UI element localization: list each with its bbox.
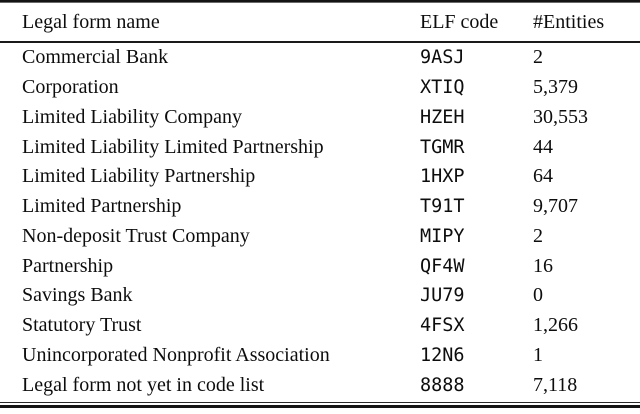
legal-form-name-cell: Non-deposit Trust Company (22, 224, 250, 247)
header-legal-form-name: Legal form name (22, 10, 160, 33)
table-row: Commercial Bank 9ASJ 2 (0, 43, 640, 73)
elf-code-cell: 1HXP (420, 166, 465, 188)
table-top-rule (0, 0, 640, 3)
legal-form-name-cell: Limited Liability Partnership (22, 165, 256, 188)
elf-code-cell: 9ASJ (420, 47, 465, 69)
legal-form-name-cell: Unincorporated Nonprofit Association (22, 343, 330, 366)
elf-code-cell: TGMR (420, 136, 465, 158)
entities-count-cell: 1 (533, 343, 543, 366)
legal-form-name-cell: Limited Partnership (22, 195, 182, 218)
table-row: Limited Liability Company HZEH 30,553 (0, 103, 640, 133)
entities-count-cell: 64 (533, 165, 553, 188)
entities-count-cell: 2 (533, 46, 543, 69)
elf-code-cell: 12N6 (420, 344, 465, 366)
table-header-rule (0, 41, 640, 43)
table-header-row: Legal form name ELF code #Entities (0, 3, 640, 41)
entities-count-cell: 9,707 (533, 195, 578, 218)
legal-form-name-cell: Partnership (22, 254, 114, 277)
entities-count-cell: 2 (533, 224, 543, 247)
table-row: Corporation XTIQ 5,379 (0, 73, 640, 103)
table-row: Limited Partnership T91T 9,707 (0, 192, 640, 222)
table-row: Unincorporated Nonprofit Association 12N6… (0, 341, 640, 371)
legal-form-name-cell: Legal form not yet in code list (22, 373, 265, 396)
elf-code-cell: JU79 (420, 285, 465, 307)
entities-count-cell: 5,379 (533, 76, 578, 99)
entities-count-cell: 44 (533, 135, 553, 158)
elf-code-cell: 8888 (420, 374, 465, 396)
elf-code-cell: T91T (420, 196, 465, 218)
table-bottom-rule-thick (0, 405, 640, 408)
elf-code-cell: HZEH (420, 106, 465, 128)
header-entities-count: #Entities (533, 10, 605, 33)
elf-code-cell: QF4W (420, 255, 465, 277)
legal-form-name-cell: Corporation (22, 76, 119, 99)
entities-count-cell: 30,553 (533, 105, 588, 128)
table-row: Limited Liability Partnership 1HXP 64 (0, 162, 640, 192)
elf-code-cell: MIPY (420, 225, 465, 247)
table-row: Savings Bank JU79 0 (0, 281, 640, 311)
table-bottom-rule-thin (0, 402, 640, 403)
entities-count-cell: 1,266 (533, 314, 578, 337)
legal-form-name-cell: Statutory Trust (22, 314, 142, 337)
table-row: Legal form not yet in code list 8888 7,118 (0, 370, 640, 400)
legal-form-name-cell: Limited Liability Limited Partnership (22, 135, 324, 158)
entities-count-cell: 0 (533, 284, 543, 307)
table-row: Partnership QF4W 16 (0, 251, 640, 281)
table-row: Statutory Trust 4FSX 1,266 (0, 311, 640, 341)
header-elf-code: ELF code (420, 10, 499, 33)
table-row: Limited Liability Limited Partnership TGM… (0, 132, 640, 162)
elf-code-cell: 4FSX (420, 315, 465, 337)
legal-form-name-cell: Savings Bank (22, 284, 133, 307)
table-row: Non-deposit Trust Company MIPY 2 (0, 222, 640, 252)
legal-form-name-cell: Commercial Bank (22, 46, 169, 69)
legal-form-name-cell: Limited Liability Company (22, 105, 242, 128)
entities-count-cell: 16 (533, 254, 553, 277)
elf-code-cell: XTIQ (420, 77, 465, 99)
entities-count-cell: 7,118 (533, 373, 578, 396)
